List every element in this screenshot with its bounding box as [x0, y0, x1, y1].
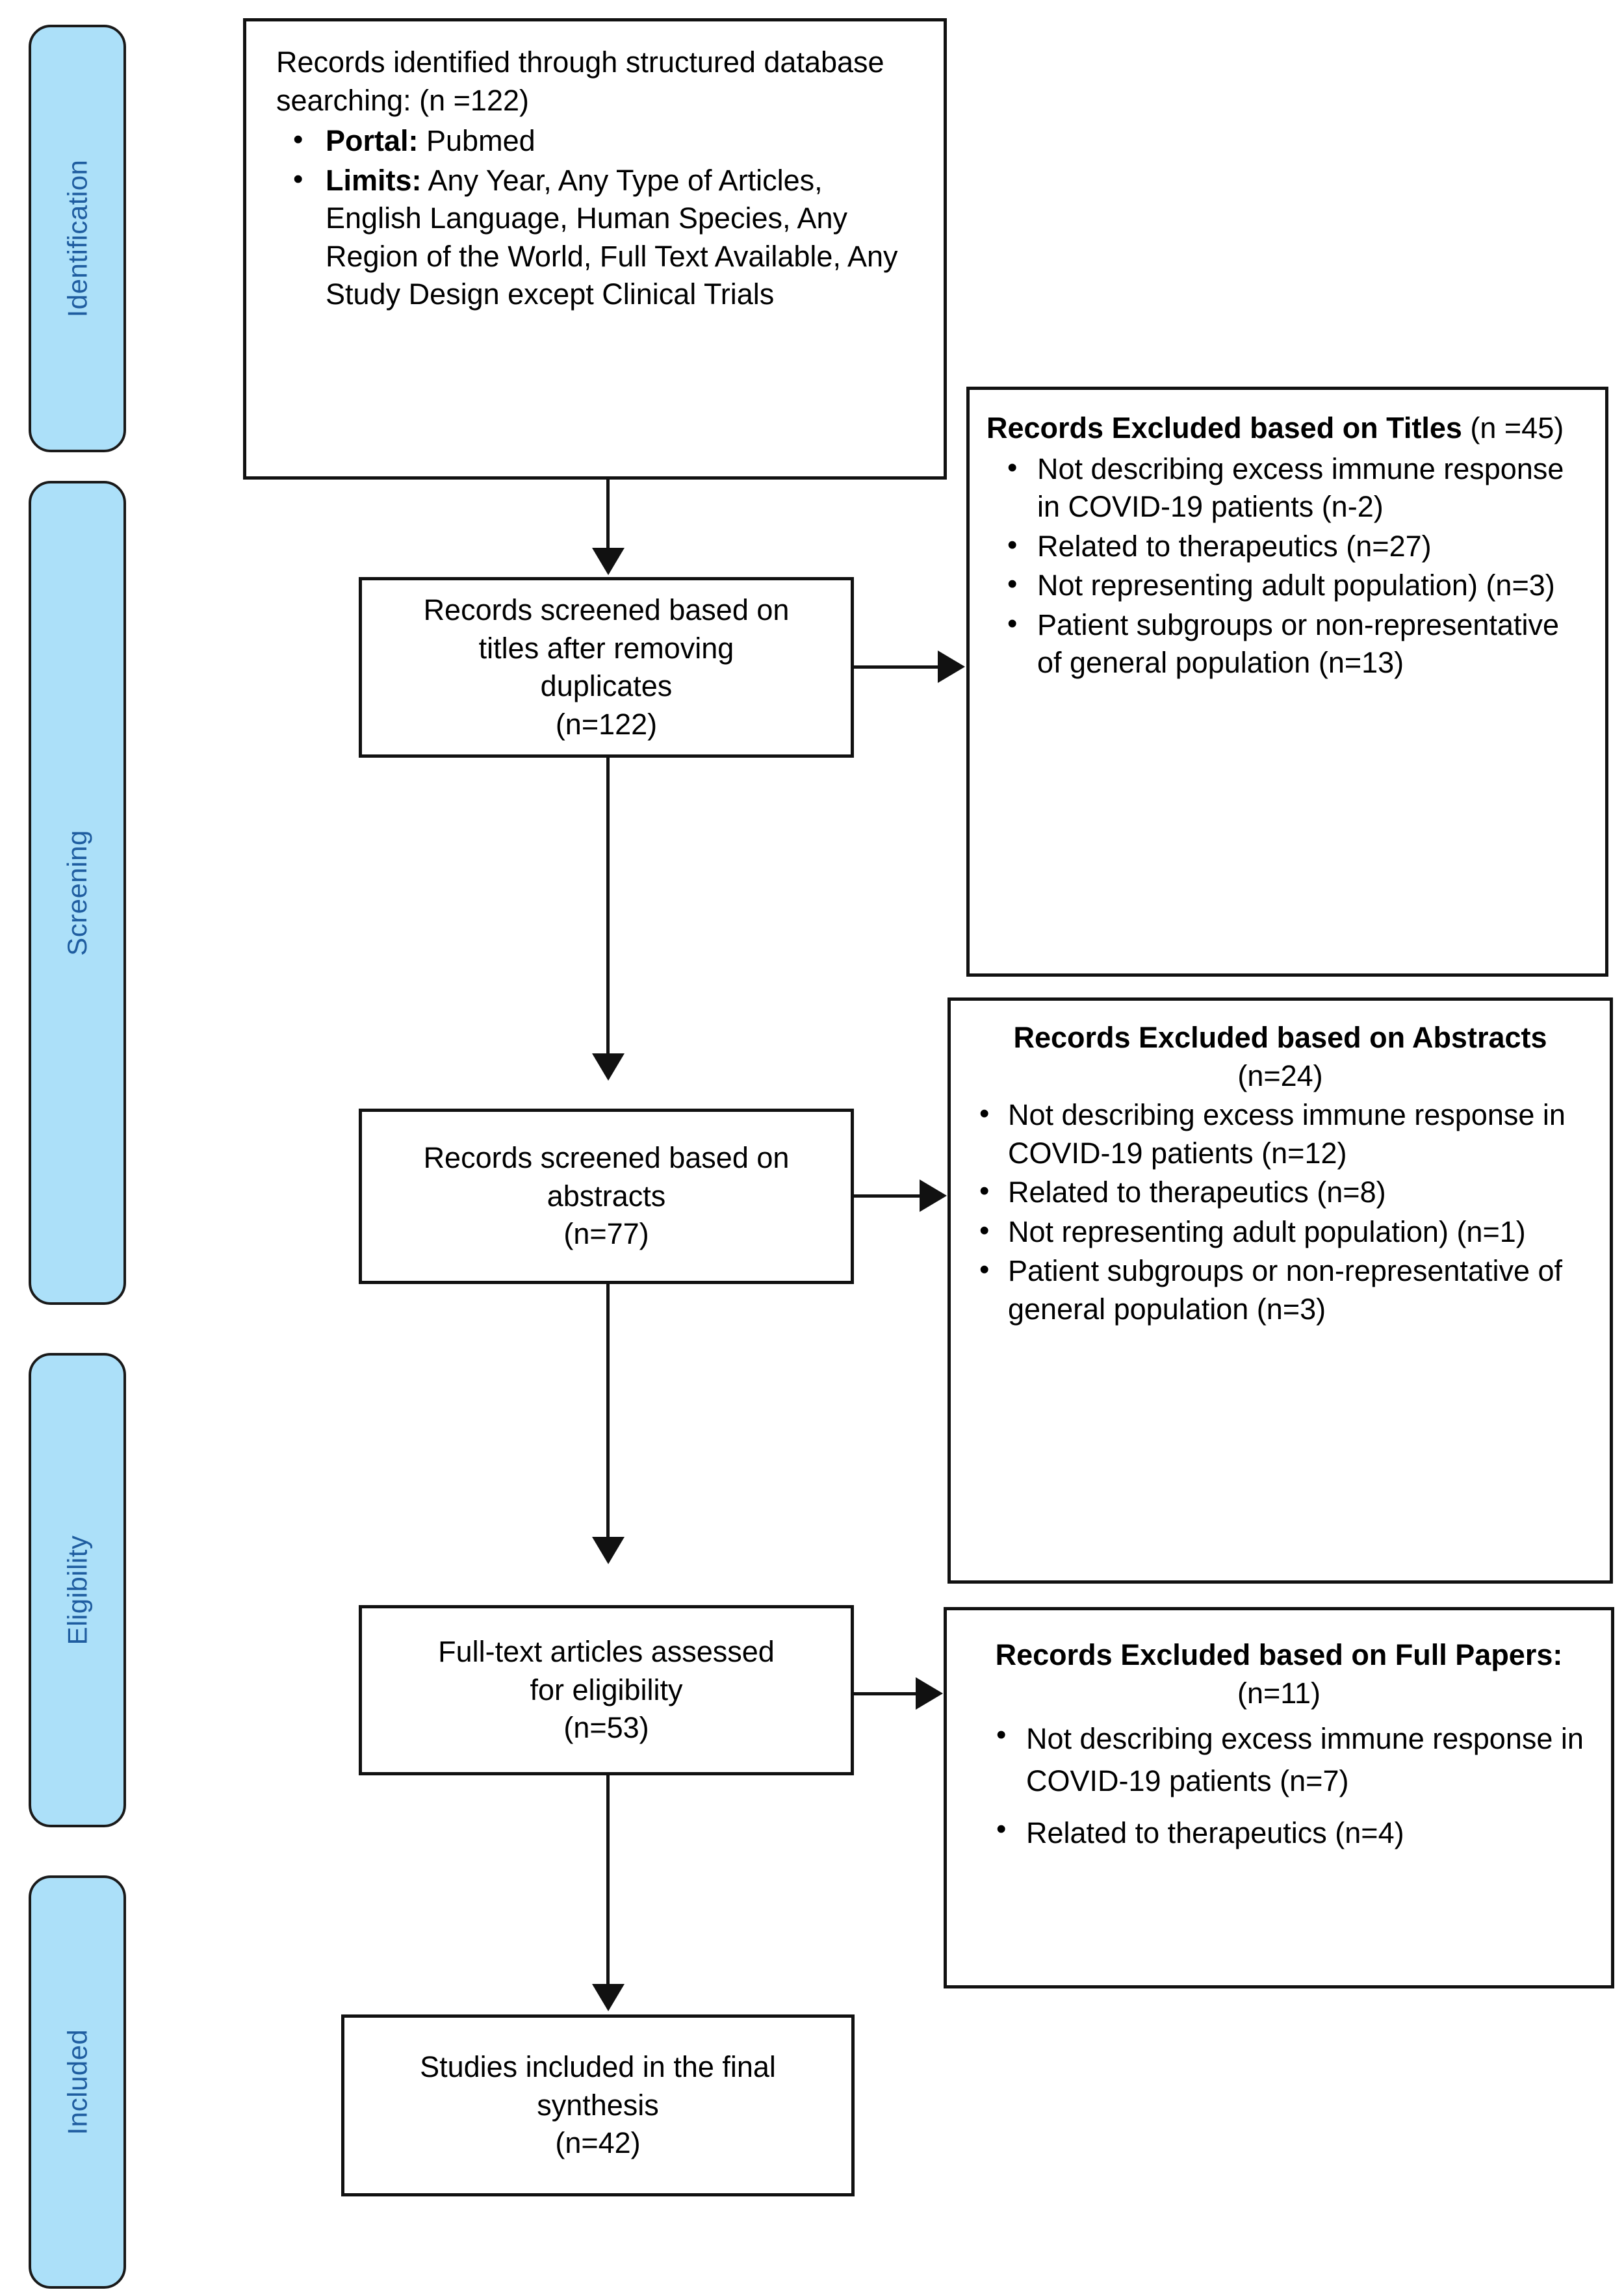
records-excluded-titles-heading: Records Excluded based on Titles (n =45): [986, 409, 1588, 448]
connector-fulltext-to-excluded: [854, 1692, 923, 1695]
arrowhead-screened-titles-to-abstracts: [592, 1053, 625, 1081]
records-excluded-abstracts-heading-count: (n=24): [1237, 1059, 1323, 1092]
records-excluded-titles-reason: Not representing adult population) (n=3): [1007, 565, 1588, 605]
included-studies-box: Studies included in the final synthesis …: [341, 2014, 855, 2196]
connector-screened-titles-to-excluded: [854, 665, 938, 669]
records-screened-titles-line2: titles after removing: [478, 631, 734, 665]
records-screened-abstracts-line1: Records screened based on: [423, 1141, 790, 1175]
identification-box: Records identified through structured da…: [243, 18, 947, 480]
records-excluded-full-reason: Not describing excess immune response in…: [996, 1716, 1592, 1803]
records-screened-abstracts-box: Records screened based on abstracts (n=7…: [359, 1109, 854, 1284]
records-excluded-full-heading: Records Excluded based on Full Papers: (…: [966, 1636, 1592, 1712]
records-excluded-abstracts-reason: Not representing adult population) (n=1): [979, 1212, 1594, 1252]
connector-screened-titles-to-abstracts: [606, 758, 610, 1055]
stage-tab-screening[interactable]: Screening: [29, 481, 126, 1305]
arrowhead-abstracts-to-fulltext: [592, 1537, 625, 1564]
records-excluded-titles-heading-bold: Records Excluded based on Titles: [986, 411, 1462, 444]
fulltext-eligibility-line1: Full-text articles assessed: [438, 1635, 775, 1669]
stage-tab-included[interactable]: Included: [29, 1875, 126, 2289]
fulltext-eligibility-line2: for eligibility: [530, 1673, 683, 1706]
identification-heading: Records identified through structured da…: [276, 45, 884, 117]
records-excluded-full-box: Records Excluded based on Full Papers: (…: [944, 1607, 1614, 1988]
arrowhead-fulltext-to-excluded: [916, 1677, 943, 1710]
stage-tab-eligibility[interactable]: Eligibility: [29, 1353, 126, 1827]
arrowhead-screened-abstracts-to-excluded: [920, 1179, 947, 1212]
stage-label-screening: Screening: [62, 830, 92, 956]
included-studies-line2: synthesis: [537, 2088, 659, 2122]
records-excluded-titles-reason: Related to therapeutics (n=27): [1007, 526, 1588, 566]
records-excluded-full-heading-bold: Records Excluded based on Full Papers:: [995, 1638, 1563, 1671]
records-excluded-abstracts-reason: Not describing excess immune response in…: [979, 1095, 1594, 1172]
records-excluded-abstracts-reason-list: Not describing excess immune response in…: [966, 1095, 1594, 1330]
records-excluded-titles-box: Records Excluded based on Titles (n =45)…: [966, 387, 1608, 977]
stage-tab-identification[interactable]: Identification: [29, 25, 126, 452]
records-excluded-abstracts-reason: Patient subgroups or non-representative …: [979, 1251, 1594, 1328]
records-screened-titles-count: (n=122): [555, 707, 658, 741]
records-excluded-abstracts-reason: Related to therapeutics (n=8): [979, 1172, 1594, 1212]
records-excluded-abstracts-box: Records Excluded based on Abstracts (n=2…: [947, 997, 1613, 1584]
connector-abstracts-to-fulltext: [606, 1284, 610, 1539]
stage-label-eligibility: Eligibility: [62, 1535, 93, 1645]
records-excluded-titles-reason-list: Not describing excess immune response in…: [986, 449, 1588, 684]
connector-identification-to-screening: [606, 480, 610, 550]
identification-bullet-limits-value: Any Year, Any Type of Articles, English …: [326, 163, 898, 311]
records-screened-titles-line3: duplicates: [540, 669, 673, 702]
records-excluded-titles-heading-count: (n =45): [1462, 411, 1564, 444]
records-screened-titles-box: Records screened based on titles after r…: [359, 577, 854, 758]
records-excluded-titles-reason: Patient subgroups or non-representative …: [1007, 605, 1588, 682]
arrowhead-identification-to-screening: [592, 548, 625, 575]
records-excluded-titles-reason: Not describing excess immune response in…: [1007, 449, 1588, 526]
identification-bullet-portal-label: Portal:: [326, 124, 419, 157]
fulltext-eligibility-box: Full-text articles assessed for eligibil…: [359, 1605, 854, 1775]
identification-bullet-list: Portal: Pubmed Limits: Any Year, Any Typ…: [266, 121, 924, 315]
records-screened-titles-line1: Records screened based on: [423, 593, 790, 626]
connector-screened-abstracts-to-excluded: [854, 1194, 927, 1198]
identification-bullet-limits: Limits: Any Year, Any Type of Articles, …: [293, 161, 924, 314]
stage-label-included: Included: [62, 2029, 93, 2135]
stage-label-identification: Identification: [62, 159, 93, 318]
arrowhead-fulltext-to-included: [592, 1984, 625, 2011]
records-excluded-full-heading-count: (n=11): [1237, 1676, 1321, 1710]
records-excluded-full-reason-list: Not describing excess immune response in…: [966, 1716, 1592, 1863]
identification-bullet-limits-label: Limits:: [326, 163, 422, 197]
identification-bullet-portal-value: Pubmed: [418, 124, 535, 157]
identification-bullet-portal: Portal: Pubmed: [293, 121, 924, 161]
records-excluded-full-reason: Related to therapeutics (n=4): [996, 1810, 1592, 1854]
included-studies-line1: Studies included in the final: [420, 2050, 776, 2084]
arrowhead-screened-titles-to-excluded: [938, 650, 965, 683]
included-studies-count: (n=42): [555, 2126, 641, 2160]
records-excluded-abstracts-heading-bold: Records Excluded based on Abstracts: [1013, 1021, 1547, 1054]
records-screened-abstracts-line2: abstracts: [547, 1179, 666, 1213]
records-screened-abstracts-count: (n=77): [563, 1217, 649, 1251]
fulltext-eligibility-count: (n=53): [563, 1711, 649, 1745]
connector-fulltext-to-included: [606, 1775, 610, 1986]
